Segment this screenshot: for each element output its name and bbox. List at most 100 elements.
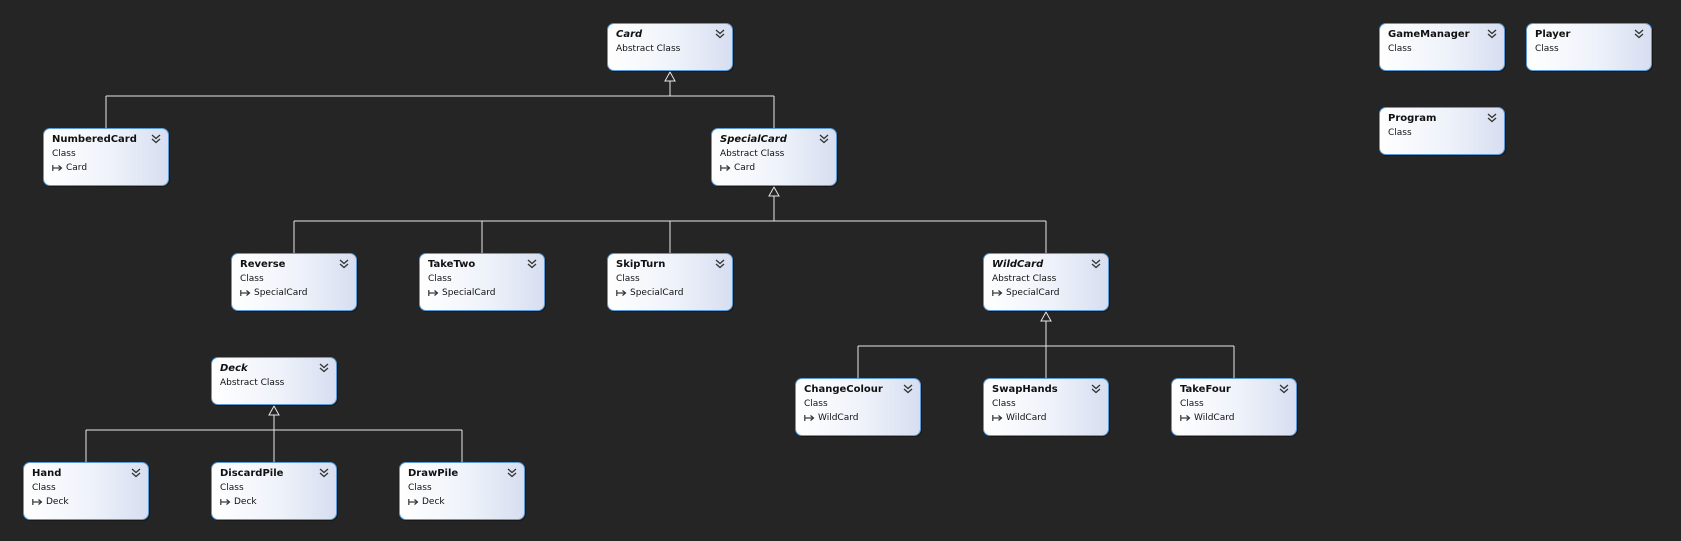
class-kind: Abstract Class: [720, 149, 785, 159]
class-name: DrawPile: [408, 468, 459, 479]
class-kind: Abstract Class: [992, 274, 1057, 284]
base-class-name: Deck: [422, 497, 445, 507]
double-chevron-down-icon[interactable]: [1278, 383, 1290, 395]
base-class-name: WildCard: [1006, 413, 1047, 423]
base-class-row: WildCard: [1180, 411, 1288, 425]
class-kind: Abstract Class: [220, 378, 285, 388]
class-kind: Class: [428, 274, 452, 284]
inherits-arrow-icon: [1180, 415, 1191, 421]
double-chevron-down-icon[interactable]: [714, 258, 726, 270]
base-class-name: WildCard: [818, 413, 859, 423]
class-kind: Class: [616, 274, 640, 284]
inheritance-arrowhead-specialcard: [768, 185, 780, 197]
class-name: TakeFour: [1180, 384, 1231, 395]
class-name: Program: [1388, 113, 1437, 124]
base-class-row: SpecialCard: [992, 286, 1100, 300]
class-name: SkipTurn: [616, 259, 666, 270]
class-name: Reverse: [240, 259, 286, 270]
class-name: Card: [616, 29, 643, 40]
inherits-arrow-icon: [804, 415, 815, 421]
base-class-row: SpecialCard: [240, 286, 348, 300]
base-class-row: Card: [52, 161, 160, 175]
class-kind: Class: [1388, 128, 1412, 138]
double-chevron-down-icon[interactable]: [506, 467, 518, 479]
inheritance-arrowhead-deck: [268, 404, 280, 416]
inheritance-arrowhead-card: [664, 70, 676, 82]
inherits-arrow-icon: [220, 499, 231, 505]
base-class-row: Card: [720, 161, 828, 175]
base-class-name: Deck: [234, 497, 257, 507]
inherits-arrow-icon: [428, 290, 439, 296]
double-chevron-down-icon[interactable]: [1486, 28, 1498, 40]
base-class-name: SpecialCard: [1006, 288, 1060, 298]
class-kind: Class: [220, 483, 244, 493]
base-class-name: Card: [66, 163, 88, 173]
double-chevron-down-icon[interactable]: [714, 28, 726, 40]
class-name: TakeTwo: [428, 259, 476, 270]
base-class-name: SpecialCard: [442, 288, 496, 298]
class-name: DiscardPile: [220, 468, 284, 479]
double-chevron-down-icon[interactable]: [1486, 112, 1498, 124]
base-class-row: SpecialCard: [616, 286, 724, 300]
base-class-row: SpecialCard: [428, 286, 536, 300]
double-chevron-down-icon[interactable]: [150, 133, 162, 145]
double-chevron-down-icon[interactable]: [902, 383, 914, 395]
base-class-row: Deck: [408, 495, 516, 509]
class-kind: Class: [1388, 44, 1412, 54]
double-chevron-down-icon[interactable]: [318, 467, 330, 479]
inheritance-arrowhead-wildcard: [1040, 310, 1052, 322]
double-chevron-down-icon[interactable]: [818, 133, 830, 145]
class-kind: Class: [1180, 399, 1204, 409]
double-chevron-down-icon[interactable]: [338, 258, 350, 270]
base-class-row: WildCard: [992, 411, 1100, 425]
class-name: GameManager: [1388, 29, 1470, 40]
inherits-arrow-icon: [992, 290, 1003, 296]
base-class-name: SpecialCard: [254, 288, 308, 298]
base-class-row: Deck: [32, 495, 140, 509]
inherits-arrow-icon: [992, 415, 1003, 421]
double-chevron-down-icon[interactable]: [130, 467, 142, 479]
class-name: WildCard: [992, 259, 1044, 270]
class-kind: Class: [408, 483, 432, 493]
double-chevron-down-icon[interactable]: [1633, 28, 1645, 40]
double-chevron-down-icon[interactable]: [1090, 258, 1102, 270]
inherits-arrow-icon: [408, 499, 419, 505]
class-kind: Abstract Class: [616, 44, 681, 54]
double-chevron-down-icon[interactable]: [1090, 383, 1102, 395]
class-name: ChangeColour: [804, 384, 883, 395]
inherits-arrow-icon: [52, 165, 63, 171]
double-chevron-down-icon[interactable]: [526, 258, 538, 270]
class-name: SwapHands: [992, 384, 1058, 395]
class-kind: Class: [992, 399, 1016, 409]
class-name: SpecialCard: [720, 134, 787, 145]
base-class-name: Card: [734, 163, 756, 173]
base-class-row: Deck: [220, 495, 328, 509]
class-kind: Class: [52, 149, 76, 159]
class-kind: Class: [32, 483, 56, 493]
class-kind: Class: [240, 274, 264, 284]
class-kind: Class: [1535, 44, 1559, 54]
double-chevron-down-icon[interactable]: [318, 362, 330, 374]
class-name: NumberedCard: [52, 134, 137, 145]
base-class-name: SpecialCard: [630, 288, 684, 298]
base-class-name: Deck: [46, 497, 69, 507]
class-kind: Class: [804, 399, 828, 409]
